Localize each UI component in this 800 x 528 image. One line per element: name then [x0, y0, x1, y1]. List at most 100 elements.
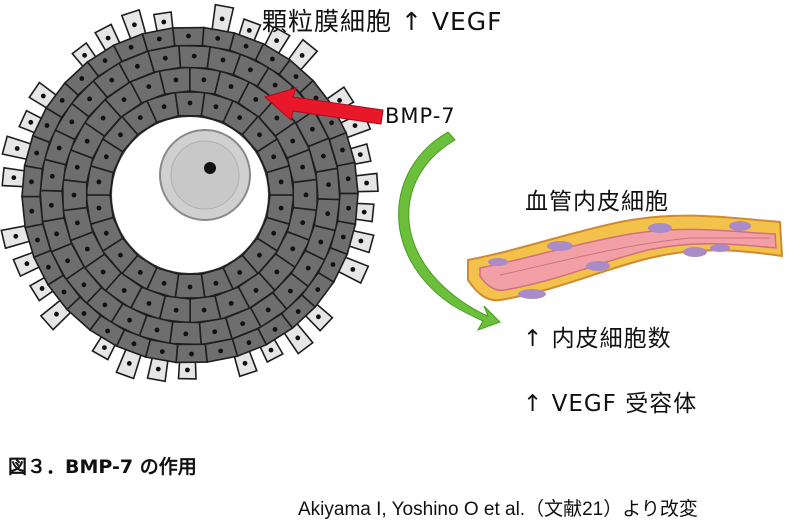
granulosa-cell-nucleus: [186, 33, 191, 39]
granulosa-cell-nucleus: [162, 55, 168, 61]
granulosa-cell-nucleus: [49, 173, 55, 179]
granulosa-cell-nucleus: [35, 237, 40, 243]
outer-cell-nucleus: [155, 366, 161, 372]
granulosa-cell-nucleus: [274, 269, 280, 275]
granulosa-cell-nucleus: [102, 58, 108, 63]
outer-cell-nucleus: [274, 38, 279, 43]
granulosa-cell-nucleus: [201, 77, 207, 83]
granulosa-cell-nucleus: [100, 269, 106, 275]
granulosa-cell-nucleus: [310, 126, 315, 132]
outer-cell-nucleus: [126, 361, 132, 366]
granulosa-cell-nucleus: [161, 104, 167, 110]
granulosa-cell-nucleus: [183, 331, 189, 337]
granulosa-cell-nucleus: [295, 309, 301, 314]
granulosa-cell-nucleus: [290, 246, 296, 252]
granulosa-cell-nucleus: [84, 138, 90, 144]
granulosa-cell-nucleus: [213, 104, 219, 110]
oocyte-inner: [170, 140, 240, 210]
outer-cell-nucleus: [350, 267, 356, 272]
granulosa-cell-nucleus: [173, 77, 179, 83]
granulosa-cell-nucleus: [293, 74, 299, 79]
outer-cell-nucleus: [24, 261, 30, 267]
outer-cell-nucleus: [40, 93, 46, 99]
granulosa-cell-nucleus: [75, 220, 80, 226]
granulosa-cell-nucleus: [173, 307, 179, 313]
bmp7-label: BMP-7: [385, 104, 456, 128]
granulosa-cell-nucleus: [345, 176, 351, 182]
granulosa-cell-nucleus: [71, 192, 77, 198]
granulosa-cell-nucleus: [228, 301, 234, 306]
granulosa-cell-nucleus: [340, 147, 345, 153]
granulosa-cell-nucleus: [290, 138, 296, 144]
granulosa-cell-nucleus: [84, 246, 90, 252]
granulosa-cell-nucleus: [79, 76, 85, 81]
granulosa-cell-nucleus: [191, 53, 197, 59]
outer-cell-nucleus: [82, 52, 87, 58]
granulosa-cell-nucleus: [218, 348, 224, 354]
granulosa-cell-nucleus: [81, 311, 87, 316]
outer-cell-nucleus: [299, 53, 305, 58]
granulosa-cell-nucleus: [65, 258, 70, 264]
granulosa-cell-nucleus: [56, 145, 62, 151]
granulosa-cell-nucleus: [127, 317, 132, 323]
granulosa-cell-nucleus: [44, 123, 50, 128]
granulosa-cell-nucleus: [69, 119, 75, 125]
endothelial-count-label: ↑ 内皮細胞数: [523, 326, 672, 352]
granulosa-cell-nucleus: [29, 208, 35, 214]
granulosa-cell-nucleus: [278, 205, 284, 211]
granulosa-cell-nucleus: [34, 150, 40, 156]
granulosa-cell-nucleus: [270, 56, 275, 62]
granulosa-cell-nucleus: [154, 327, 160, 333]
outer-cell-nucleus: [364, 180, 369, 186]
granulosa-cell-nucleus: [326, 182, 331, 188]
granulosa-cell-nucleus: [156, 36, 162, 42]
granulosa-cell-nucleus: [340, 234, 346, 240]
granulosa-cell-nucleus: [96, 205, 102, 211]
granulosa-cell-nucleus: [325, 211, 331, 217]
granulosa-cell-nucleus: [300, 220, 306, 226]
granulosa-cell-nucleus: [243, 43, 249, 49]
granulosa-cell-nucleus: [61, 289, 67, 295]
granulosa-cell-nucleus: [321, 153, 326, 159]
outer-cell-nucleus: [105, 35, 111, 41]
granulosa-cell-nucleus: [305, 265, 311, 271]
granulosa-cell-nucleus: [135, 63, 140, 69]
granulosa-cell-nucleus: [59, 98, 65, 103]
granulosa-cell-nucleus: [253, 288, 259, 293]
granulosa-cell-nucleus: [131, 341, 137, 347]
oocyte-nucleus: [204, 162, 216, 174]
granulosa-cell-nucleus: [237, 115, 243, 120]
granulosa-cell-nucleus: [246, 340, 252, 346]
granulosa-cell-nucleus: [346, 205, 351, 211]
granulosa-cell-nucleus: [96, 179, 102, 185]
granulosa-cell-nucleus: [300, 164, 305, 170]
outer-cell-nucleus: [295, 335, 301, 341]
granulosa-cell-nucleus: [274, 115, 280, 121]
granulosa-cell-layer: [21, 26, 359, 364]
outer-cell-nucleus: [14, 146, 20, 151]
granulosa-cell-nucleus: [146, 301, 152, 306]
granulosa-cell-nucleus: [330, 262, 336, 267]
granulosa-cell-nucleus: [220, 57, 226, 63]
granulosa-cell-nucleus: [187, 284, 193, 290]
granulosa-cell-nucleus: [288, 288, 293, 294]
granulosa-cell-nucleus: [74, 164, 80, 170]
granulosa-cell-nucleus: [103, 230, 109, 236]
blood-vessel: [467, 214, 784, 302]
granulosa-cell-nucleus: [121, 288, 127, 293]
granulosa-cell-nucleus: [102, 302, 108, 308]
outer-cell-nucleus: [358, 238, 364, 244]
granulosa-cell-nucleus: [313, 95, 319, 101]
granulosa-cell-nucleus: [187, 100, 193, 106]
granulosa-cell-nucleus: [212, 329, 218, 335]
granulosa-cell-nucleus: [215, 36, 221, 41]
outer-cell-nucleus: [337, 98, 342, 103]
granulosa-cell-nucleus: [128, 44, 134, 50]
granulosa-cell-nucleus: [265, 307, 271, 313]
granulosa-cell-nucleus: [271, 154, 277, 160]
outer-cell-nucleus: [246, 28, 252, 33]
granulosa-cell-nucleus: [118, 132, 123, 138]
granulosa-cell-nucleus: [109, 77, 115, 83]
granulosa-cell-nucleus: [189, 351, 194, 357]
